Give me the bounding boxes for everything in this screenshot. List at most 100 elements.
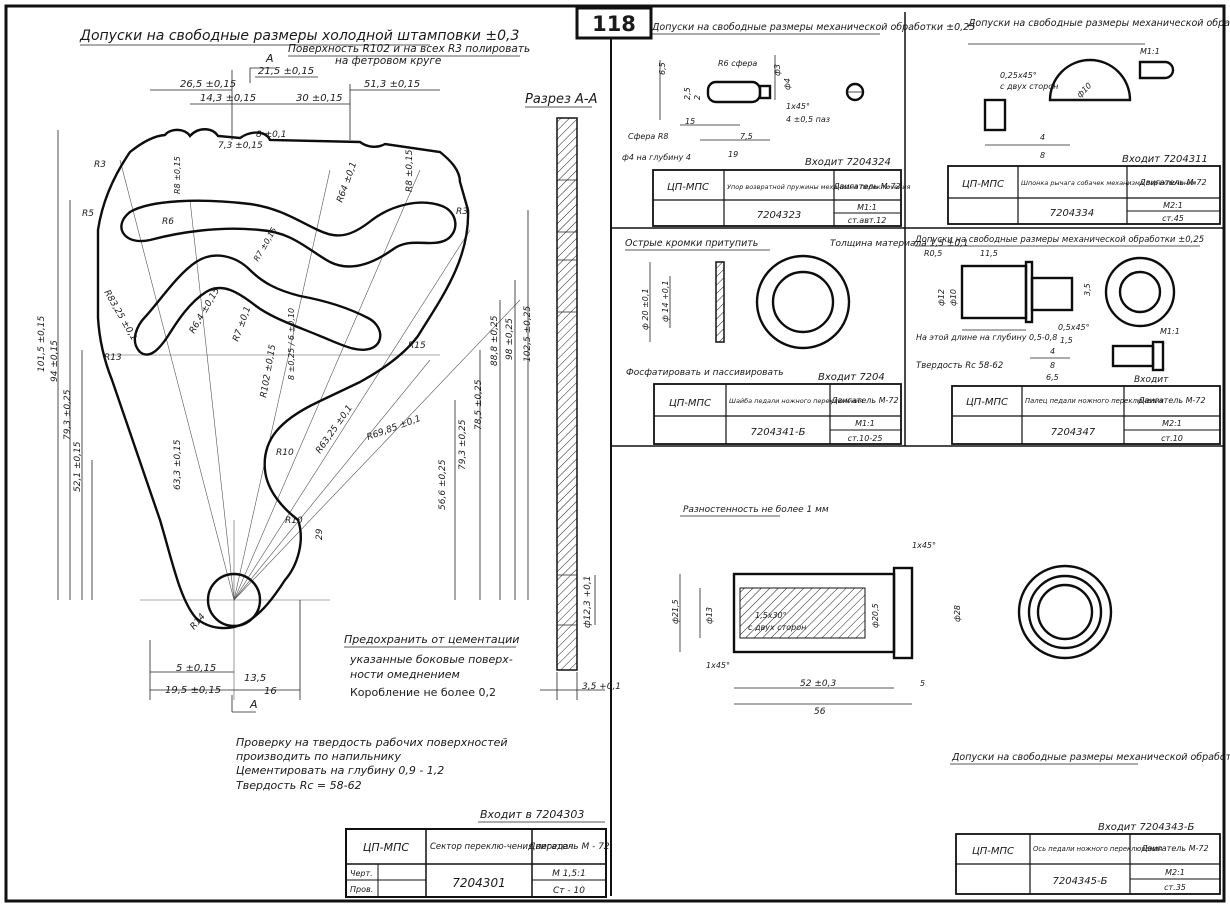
dim-top-5: 51,3 ±0,15 (364, 79, 420, 90)
part4-cement: На этой длине на глубину 0,5-0,8 (916, 333, 1057, 342)
left-tb-row-2: Пров. (350, 885, 373, 894)
dim-v-1: 101,5 ±0,15 (37, 316, 47, 372)
part2-label-6: М1:1 (1140, 47, 1160, 56)
part5-tb-engine: Двигатель М-72 (1140, 844, 1208, 853)
dim-top-6: 7,3 ±0,15 (218, 141, 263, 151)
part4-label-9: 6,5 (1046, 373, 1059, 382)
part5-label-4: 1,5х30° (755, 611, 787, 620)
dim-v-13: 8 ±0,25 / 6 ±0,10 (287, 308, 296, 380)
part2-tb-number: 7204334 (1050, 208, 1095, 219)
warp-note: Коробление не более 0,2 (350, 686, 496, 699)
part4-label-10: 3,5 (1083, 283, 1092, 296)
part4-hardness: Твердость Rc 58-62 (916, 361, 1003, 371)
part5-label-2: ф21,5 (671, 599, 680, 624)
part5-label-5: с двух сторон (748, 623, 806, 632)
part2-label-4: 8 (1040, 151, 1045, 160)
left-title-block (345, 828, 607, 898)
part1-label-5: ф3 (773, 64, 782, 76)
dim-top-1: 26,5 ±0,15 (180, 79, 236, 90)
lower-slot (133, 254, 382, 356)
part4-tb-name: Палец педали ножного переключения (1025, 397, 1164, 405)
part2-label-2: с двух сторон (1000, 82, 1058, 91)
left-tb-name: Сектор переклю-чения передач (430, 842, 573, 852)
dim-top-7: 8 ±0,1 (256, 130, 286, 140)
part1-header: Допуски на свободные размеры механическо… (651, 22, 975, 33)
dim-bottom-3: 19,5 ±0,15 (165, 685, 221, 696)
top-dimension-lines (150, 70, 440, 140)
sector-part-outline (96, 128, 470, 630)
radius-4: R6 (162, 217, 174, 227)
section-marker-top: А (265, 52, 274, 65)
part2-tb-scale: М2:1 (1163, 201, 1183, 210)
part4-label-3: ф12 (937, 289, 946, 306)
radius-18: R10 (285, 516, 303, 526)
part1-tb-material: ст.авт.12 (848, 216, 887, 225)
dim-v-3: 79,3 ±0,25 (63, 389, 73, 440)
dim-v-12: 29 (315, 528, 325, 540)
left-tb-number: 7204301 (452, 876, 505, 890)
note-4: Твердость Rc = 58-62 (236, 779, 362, 792)
part1-label-13: ф4 на глубину 4 (622, 153, 691, 162)
page-frame (4, 4, 1226, 903)
part1-tb-scale: М1:1 (857, 203, 877, 212)
dim-v-2: 94 ±0,15 (50, 340, 60, 382)
part2-title-block (947, 165, 1221, 225)
part3-phosphate: Фосфатировать и пассивировать (626, 368, 784, 378)
part5-label-1: 1х45° (912, 541, 936, 550)
section-dim-bore: ф12,3 +0,1 (583, 576, 593, 628)
part4-tb-material: ст.10 (1161, 434, 1183, 443)
part3-drawing: Острые кромки притупить Толщина материал… (625, 238, 969, 350)
part2-tb-name: Шпонка рычага собачек механизма переключ… (1021, 179, 1196, 187)
part4-label-5: 0,5х45° (1058, 323, 1090, 332)
part5-tb-scale: М2:1 (1165, 868, 1185, 877)
dim-top-3: 21,5 ±0,15 (258, 66, 314, 77)
radius-13: R15 (408, 341, 426, 351)
dim-bottom-2: 13,5 (244, 673, 266, 684)
part1-tb-number: 7204323 (757, 210, 802, 221)
protect-title: Предохранить от цементации (344, 633, 519, 646)
part2-enters: Входит 7204311 (1122, 154, 1208, 165)
part4-title-block (951, 385, 1221, 445)
radius-7: R8 ±0,15 (405, 149, 415, 192)
part4-tb-scale: М2:1 (1162, 419, 1182, 428)
dim-v-6: 79,3 ±0,25 (458, 419, 468, 470)
part3-tb-engine: Двигатель М-72 (830, 396, 898, 405)
left-header: Допуски на свободные размеры холодной шт… (79, 28, 519, 44)
part5-title-block (955, 833, 1221, 895)
part5-tb-name: Ось педали ножного переключения (1033, 845, 1162, 853)
page-number-box (575, 6, 653, 40)
part5-tb-org: ЦП-МПС (972, 846, 1014, 857)
part2-label-3: 4 (1040, 133, 1045, 142)
construction-lines (110, 159, 521, 700)
part4-label-11: М1:1 (1160, 327, 1180, 336)
radius-12: R13 (104, 353, 122, 363)
part3-label-1: ф 20 ±0,1 (641, 288, 650, 330)
part4-tb-engine: Двигатель М-72 (1137, 396, 1205, 405)
left-surface-note-1: Поверхность R102 и на всех R3 полировать (288, 43, 530, 55)
part4-drawing: Допуски на свободные размеры механическо… (914, 235, 1204, 372)
part1-tb-engine: Двигатель М-72 (832, 182, 900, 191)
part1-label-2: 6,5 (658, 62, 667, 75)
left-tb-org: ЦП-МПС (363, 841, 410, 854)
dim-v-11: 102,5 ±0,25 (523, 306, 533, 362)
radius-3: R3 (456, 207, 468, 217)
part1-label-4: 2 (693, 95, 702, 100)
part5-footer-note: Допуски на свободные размеры механическо… (951, 752, 1230, 763)
part1-label-6: ф4 (783, 78, 792, 90)
part1-drawing: Допуски на свободные размеры механическо… (651, 22, 975, 141)
part3-title-block (653, 383, 902, 445)
part4-label-7: 4 (1050, 347, 1055, 356)
part5-drawing: Разностенность не более 1 мм (679, 505, 1113, 705)
part1-label-1: R6 сфера (718, 59, 757, 68)
section-view (556, 117, 578, 671)
radius-1: R3 (94, 160, 106, 170)
section-marker-bottom: А (249, 698, 258, 711)
part4-tb-number: 7204347 (1051, 427, 1096, 438)
part5-label-3: ф13 (705, 607, 714, 624)
part4-label-6: 1,5 (1060, 336, 1073, 345)
radius-17: R10 (276, 448, 294, 458)
part2-drawing: Допуски на свободные размеры механическо… (967, 18, 1230, 146)
part5-label-8: 1х45° (706, 661, 730, 670)
left-sheet: Допуски на свободные размеры холодной шт… (37, 28, 621, 898)
left-tb-row-1: Черт. (350, 869, 373, 878)
